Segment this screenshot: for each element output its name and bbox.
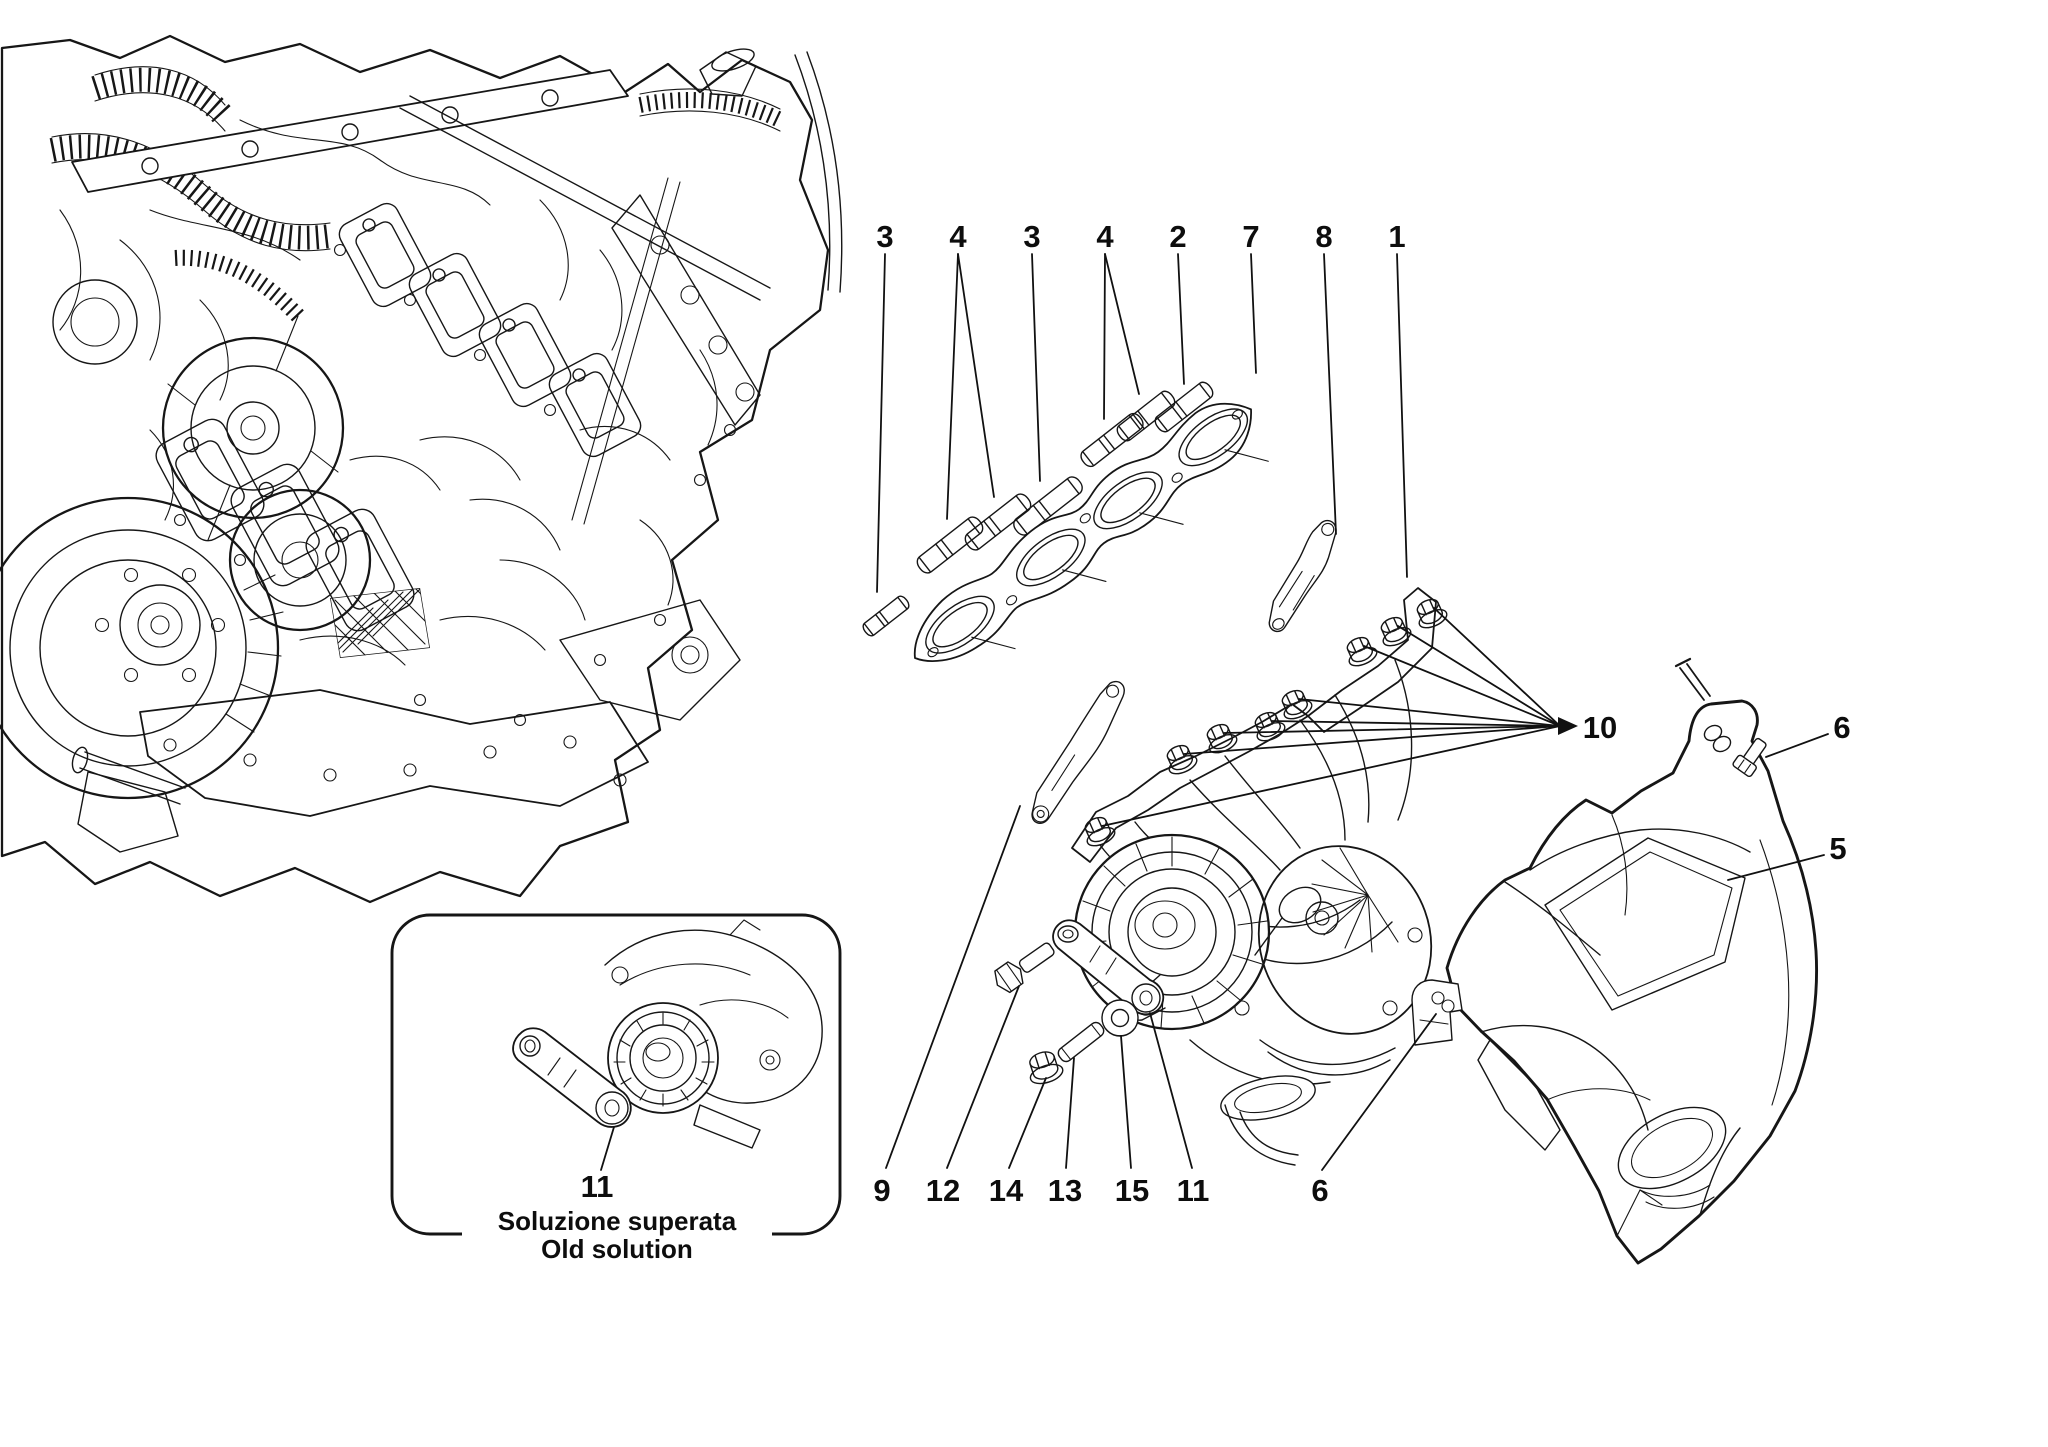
heat-shield-creases [1477,814,1790,1237]
exhaust-manifold-turbo [1071,587,1451,1166]
turbo-turbine [1189,845,1433,1166]
callout-3a: 3 [876,219,893,254]
leader-fan-10 [1101,607,1578,827]
callout-13: 13 [1048,1173,1082,1208]
leader-12 [946,985,1020,1169]
leader-3b [1031,253,1041,482]
callout-4a: 4 [949,219,967,254]
leader-13 [1065,1057,1075,1169]
callout-15: 15 [1115,1173,1149,1208]
leader-15 [1120,1035,1132,1169]
ignition-coils-lower [150,413,420,637]
heat-shield [1411,657,1818,1265]
callout-10: 10 [1583,710,1617,745]
corrugated-hose [174,249,306,324]
heat-shield-outline [1445,699,1818,1265]
manifold-flange-right [1307,587,1437,733]
leader-4b2 [1104,253,1140,395]
engine-assembly [0,34,843,904]
engine-detail-lines [59,119,737,727]
bracket-9 [1031,680,1125,824]
callout-6-bottom: 6 [1311,1173,1328,1208]
bolt-12 [994,942,1055,994]
stud-small [860,593,912,639]
callout-12: 12 [926,1173,960,1208]
callout-labels: 3 4 3 4 2 7 8 1 10 6 5 9 12 14 13 15 11 … [581,219,1851,1208]
callout-4b: 4 [1096,219,1114,254]
fixings-cluster [994,919,1165,1088]
gasket-alignment-marks [971,449,1269,650]
leader-2 [1177,253,1185,385]
callout-14: 14 [989,1173,1024,1208]
callout-5: 5 [1829,831,1846,866]
corrugated-hose [638,88,784,132]
support-arm-11 [1052,919,1165,1016]
corrugated-hose [91,66,235,132]
arrowhead-10 [1558,717,1578,735]
leader-4a [946,253,959,520]
heat-shield-opening [1617,1106,1727,1209]
callout-1: 1 [1388,219,1405,254]
cylinder-head-face [611,194,761,426]
oil-filler-neck [699,48,757,97]
turbo-compressor [1073,833,1271,1031]
inset-caption-line1: Soluzione superata [498,1206,737,1236]
caption-mask [462,1205,772,1265]
callout-9: 9 [873,1173,890,1208]
callout-11-inset: 11 [581,1169,614,1204]
engine-outline [0,34,830,904]
leader-6-top [1765,733,1829,758]
fuel-rail [71,69,629,193]
timing-cover [52,279,372,632]
heat-shield-upper-bracket [1674,657,1767,778]
bracket-8 [1268,519,1337,633]
stud [1113,388,1179,444]
pipe [399,107,761,301]
callout-7: 7 [1242,219,1259,254]
inset-turbo [604,919,823,1149]
pipe [794,54,831,291]
callout-6-top: 6 [1833,710,1850,745]
dipstick-tube [571,177,669,521]
callout-11: 11 [1177,1173,1210,1208]
callout-2: 2 [1169,219,1186,254]
washer-15 [1101,999,1139,1037]
shield-clamp-bolt-top [1732,737,1767,778]
callout-3b: 3 [1023,219,1040,254]
flywheel [0,496,284,800]
leader-3a [876,253,886,593]
leader-14 [1008,1077,1047,1169]
leader-lines [600,253,1829,1171]
leader-1 [1396,253,1408,578]
ignition-coils-upper [334,198,646,462]
leader-4b [1103,253,1106,420]
stud-13 [1057,1021,1105,1063]
leader-7 [1250,253,1257,374]
inset-box: Soluzione superata Old solution [390,913,842,1265]
leader-8 [1323,253,1337,535]
manifold-gasket [913,402,1269,662]
leader-9 [885,805,1021,1169]
oil-pan [71,599,741,853]
callout-8: 8 [1315,219,1332,254]
manifold-nut [1341,632,1381,671]
inset-old-arm-11 [512,1027,632,1128]
inset-caption-line2: Old solution [541,1234,693,1264]
leader-11 [1149,1012,1193,1169]
leader-6-bottom [1321,1013,1437,1171]
leader-5 [1727,854,1825,881]
leader-11-inset [600,1126,615,1171]
leader-4a2 [957,253,995,498]
